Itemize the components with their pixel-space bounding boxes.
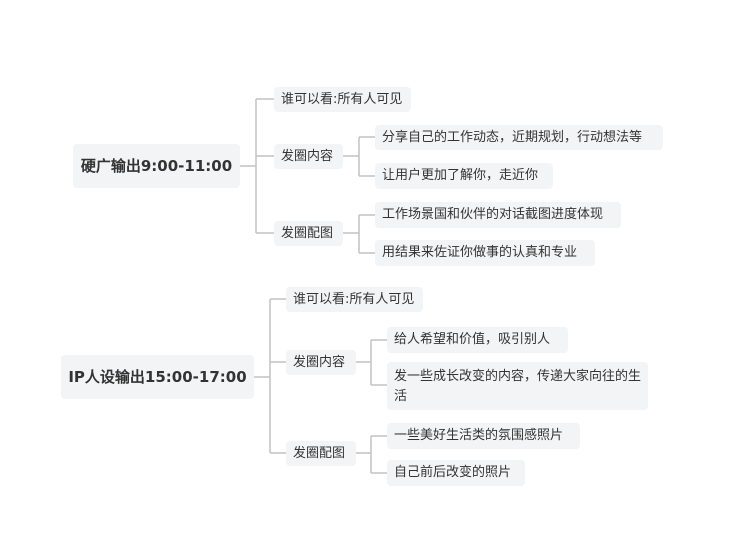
branch-visibility[interactable]: 谁可以看:所有人可见 [274,87,411,112]
root-node-ip-persona[interactable]: IP人设输出15:00-17:00 [61,355,254,399]
root-node-hard-ad[interactable]: 硬广输出9:00-11:00 [73,144,240,188]
leaf-node[interactable]: 自己前后改变的照片 [387,460,525,486]
leaf-node[interactable]: 让用户更加了解你，走近你 [375,163,553,189]
branch-visibility[interactable]: 谁可以看:所有人可见 [286,287,423,312]
branch-post-images[interactable]: 发圈配图 [274,221,343,246]
leaf-node[interactable]: 发一些成长改变的内容，传递大家向往的生活 [387,362,648,410]
branch-post-content[interactable]: 发圈内容 [274,144,343,169]
leaf-node[interactable]: 给人希望和价值，吸引别人 [387,327,568,353]
branch-post-content[interactable]: 发圈内容 [286,350,356,375]
branch-post-images[interactable]: 发圈配图 [286,441,356,466]
leaf-node[interactable]: 分享自己的工作动态，近期规划，行动想法等 [375,125,663,150]
leaf-node[interactable]: 一些美好生活类的氛围感照片 [387,423,580,449]
leaf-node[interactable]: 用结果来佐证你做事的认真和专业 [375,240,595,266]
leaf-node[interactable]: 工作场景国和伙伴的对话截图进度体现 [375,202,621,228]
